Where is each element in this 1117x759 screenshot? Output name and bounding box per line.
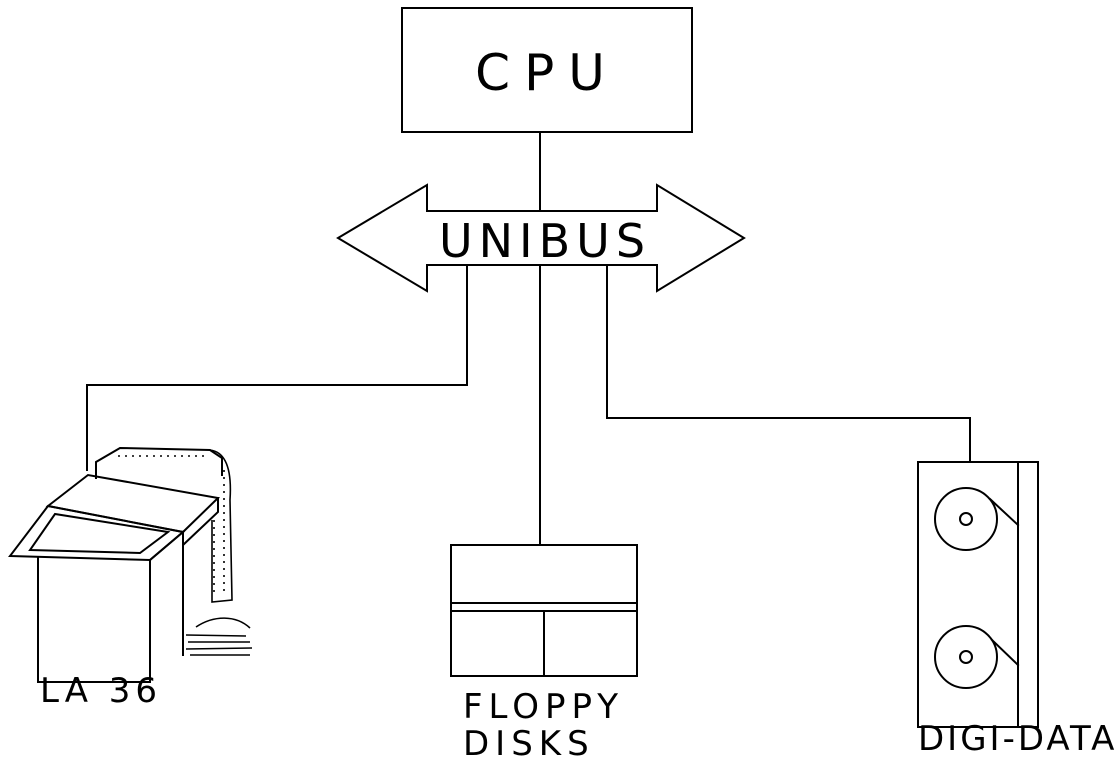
terminal-paper-stack xyxy=(185,617,253,656)
bus-tape-connector xyxy=(606,264,971,463)
tape-reel-bottom xyxy=(934,625,998,689)
tape-reel-bottom-hub xyxy=(959,650,973,664)
terminal-paper-back xyxy=(209,449,233,603)
tape-path-top xyxy=(988,497,1020,527)
terminal-carriage-side xyxy=(182,497,219,548)
tape-reel-top-hub xyxy=(959,512,973,526)
digi-data-label: DIGI-DATA xyxy=(918,719,1117,759)
la36-terminal xyxy=(8,446,253,683)
floppy-disk-unit xyxy=(450,544,638,677)
terminal-paper-dots xyxy=(118,455,225,596)
floppy-label-line2: DISKS xyxy=(463,724,595,759)
unibus-node: UNIBUS xyxy=(336,183,746,293)
cpu-box xyxy=(401,7,693,133)
la36-label: LA 36 xyxy=(40,671,162,711)
cpu-label: CPU xyxy=(475,44,619,102)
bus-terminal-connector xyxy=(86,264,468,471)
unibus-label: UNIBUS xyxy=(439,214,651,268)
unibus-arrow xyxy=(336,183,746,293)
terminal-body xyxy=(37,529,184,683)
floppy-label-line1: FLOPPY xyxy=(463,687,624,727)
terminal-carriage xyxy=(45,473,221,534)
tape-reel-top xyxy=(934,487,998,551)
tape-path-bottom xyxy=(990,638,1020,667)
digi-data-tape-drive xyxy=(917,461,1039,728)
terminal-keyboard-inner xyxy=(28,512,171,555)
terminal-paper xyxy=(95,446,223,479)
cpu-node: CPU xyxy=(401,7,693,133)
tape-cabinet xyxy=(917,461,1039,728)
